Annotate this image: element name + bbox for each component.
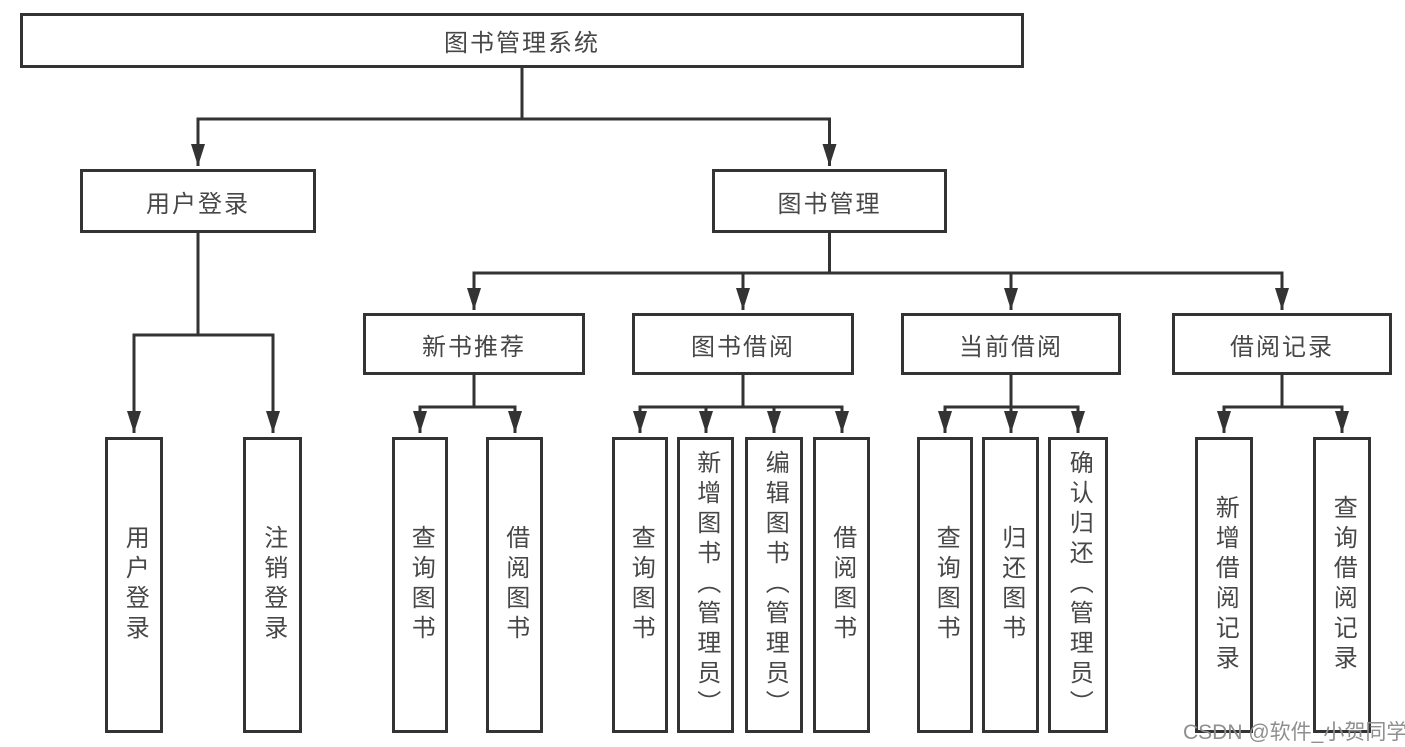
leaf-label: 归还图书 [997,525,1025,645]
leaf-user-login: 用户登录 [105,437,163,733]
leaf-current-query-books: 查询图书 [917,437,973,733]
leaf-label: 借阅图书 [828,525,856,645]
leaf-label: 用户登录 [121,525,149,645]
leaf-add-borrow-record: 新增借阅记录 [1195,437,1253,733]
leaf-return-books: 归还图书 [982,437,1039,733]
node-label: 借阅记录 [1230,333,1334,361]
node-label: 图书管理系统 [444,30,600,57]
node-user-login: 用户登录 [80,169,316,233]
leaf-label: 查询图书 [407,525,435,645]
node-library-management-system: 图书管理系统 [20,13,1024,68]
leaf-label: 查询图书 [627,525,655,645]
leaf-borrow-books: 借阅图书 [813,437,870,733]
leaf-confirm-return-admin: 确认归还（管理员） [1048,437,1108,733]
leaf-recommend-query-books: 查询图书 [392,437,448,733]
node-label: 图书管理 [777,190,882,218]
leaf-label: 查询图书 [932,525,960,645]
node-book-management: 图书管理 [712,169,947,233]
leaf-label: 借阅图书 [501,525,529,645]
node-label: 新书推荐 [422,333,526,361]
leaf-label: 注销登录 [259,525,287,645]
leaf-query-borrow-record: 查询借阅记录 [1313,437,1371,733]
leaf-borrow-query-books: 查询图书 [612,437,668,733]
leaf-logout: 注销登录 [243,437,302,733]
leaf-label: 编辑图书（管理员） [761,450,789,720]
leaf-label: 新增图书（管理员） [692,450,720,720]
node-book-borrowing: 图书借阅 [632,313,854,375]
leaf-edit-books-admin: 编辑图书（管理员） [745,437,803,733]
leaf-label: 确认归还（管理员） [1065,450,1093,720]
leaf-label: 查询借阅记录 [1329,495,1357,675]
node-label: 图书借阅 [691,333,795,361]
node-label: 用户登录 [146,190,250,218]
leaf-add-books-admin: 新增图书（管理员） [677,437,734,733]
node-new-book-recommendation: 新书推荐 [363,313,585,375]
node-borrowing-records: 借阅记录 [1172,313,1392,375]
watermark: CSDN @软件_小贺同学 [1183,721,1405,744]
node-label: 当前借阅 [959,333,1063,361]
node-current-borrowing: 当前借阅 [901,313,1121,375]
leaf-recommend-borrow-books: 借阅图书 [486,437,543,733]
leaf-label: 新增借阅记录 [1211,495,1239,675]
